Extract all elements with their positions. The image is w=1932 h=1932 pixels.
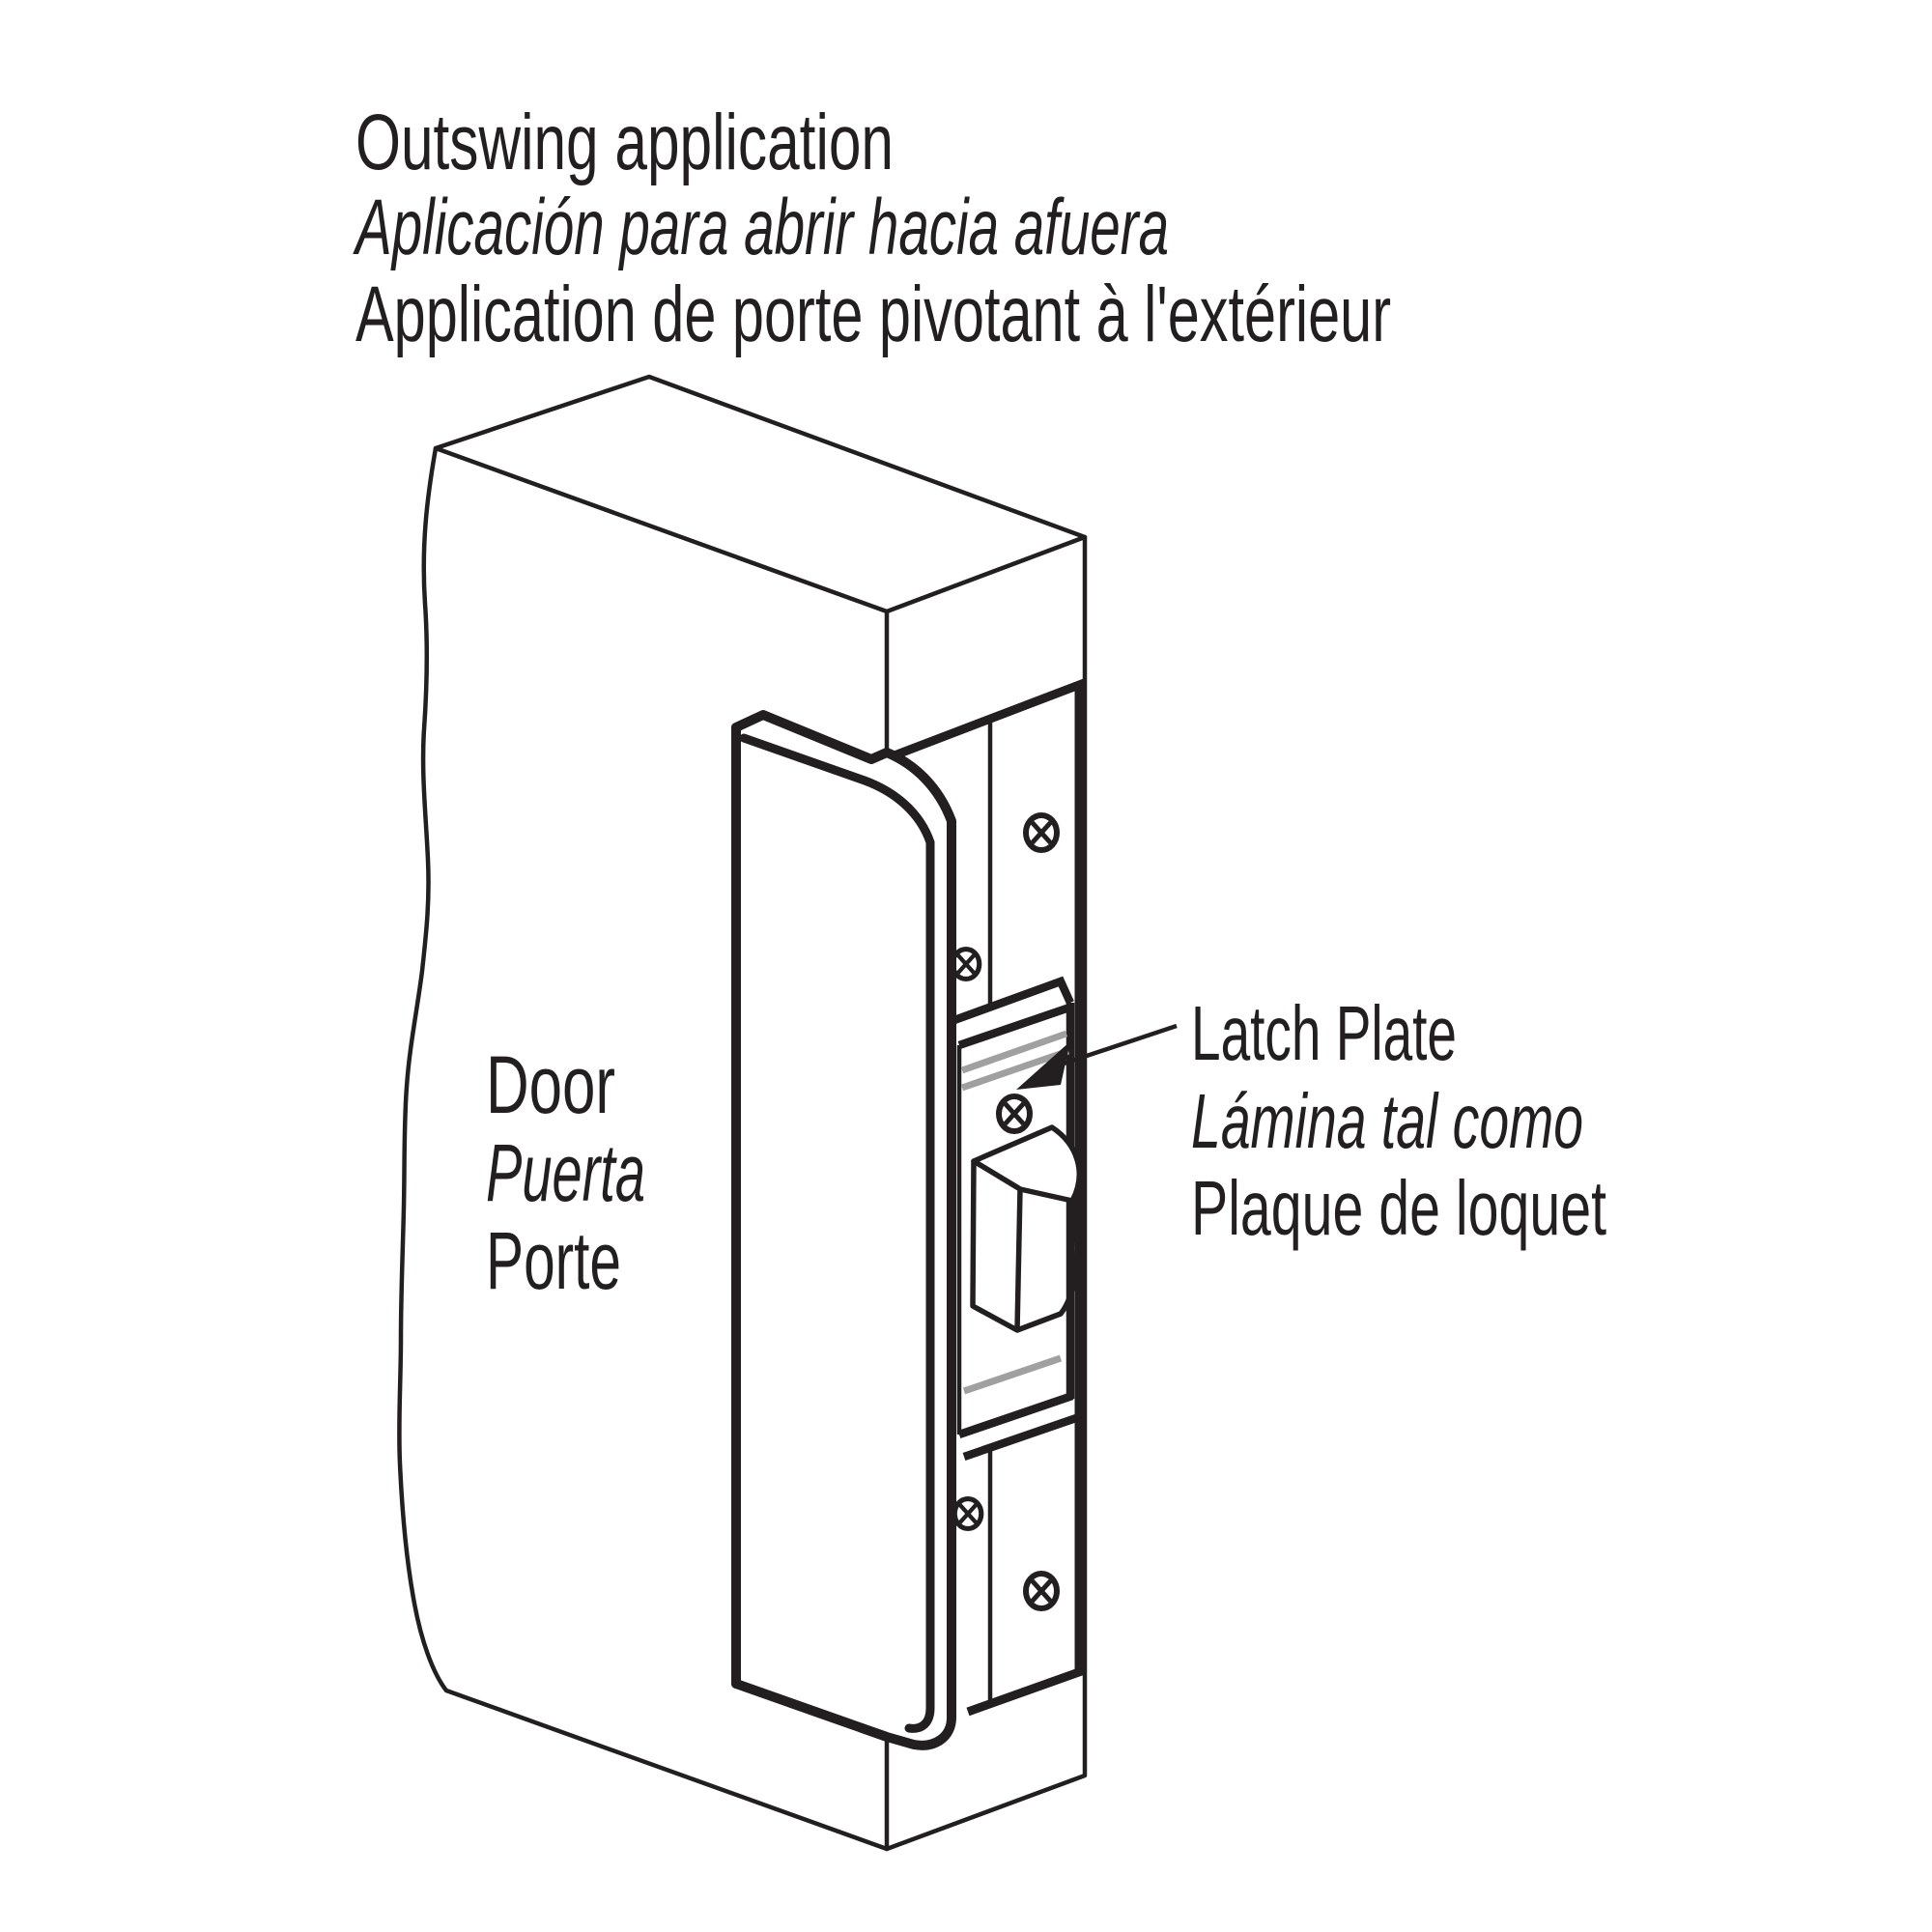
screw-icon: [1026, 1574, 1057, 1608]
door-label-es: Puerta: [486, 1127, 645, 1218]
latch-plate-face: [874, 685, 1079, 1712]
door-label: Door Puerta Porte: [486, 1039, 645, 1306]
latch-plate-callout: Latch Plate Lámina tal como Plaque de lo…: [1016, 990, 1606, 1251]
latch-bolt-top-face: [971, 1124, 1082, 1204]
door-top-front-edge: [433, 445, 890, 614]
latch-plate-label-en: Latch Plate: [1191, 990, 1457, 1076]
door-top-back-edge: [884, 534, 1088, 614]
screw-icon: [1026, 815, 1057, 850]
callout-arrowhead-icon: [1016, 1041, 1070, 1090]
door-reinforcer-plate: [731, 710, 956, 1750]
latch-plate-assembly: [872, 678, 1084, 1717]
latch-pocket-bottom-lip-outer: [962, 1413, 1078, 1462]
latch-plate-label-es: Lámina tal como: [1191, 1078, 1583, 1164]
title-block: Outswing application Aplicación para abr…: [353, 99, 1391, 358]
screw-icon: [954, 1499, 981, 1529]
latch-plate-label-fr: Plaque de loquet: [1191, 1165, 1606, 1251]
page-title-en: Outswing application: [355, 99, 894, 186]
latch-pocket-top-lip-inner: [957, 1002, 1074, 1050]
latch-pocket-bottom-lip-inner: [957, 1391, 1074, 1439]
latch-plate-strip: [962, 1354, 1063, 1395]
latch-bolt-front-face: [970, 1158, 1023, 1333]
latch-bolt-curved-side: [1016, 1200, 1080, 1333]
screw-icon: [999, 1096, 1030, 1131]
latch-plate-strip: [960, 1047, 1070, 1092]
reinforcer-plate-inner-edge: [739, 733, 935, 1733]
latch-plate-metal-strips: [960, 1030, 1070, 1395]
screw-icon: [952, 950, 980, 980]
latch-pocket: [952, 976, 1082, 1462]
latch-bolt: [970, 1124, 1082, 1333]
door-label-fr: Porte: [486, 1215, 621, 1306]
page-title-fr: Application de porte pivotant à l'extéri…: [355, 270, 1391, 358]
latch-plate-strip: [960, 1030, 1068, 1074]
door-label-en: Door: [486, 1039, 615, 1130]
page-title-es: Aplicación para abrir hacia afuera: [353, 184, 1169, 271]
latch-pocket-top-lip-outer: [952, 976, 1074, 1024]
reinforcer-plate-outline: [731, 710, 956, 1750]
